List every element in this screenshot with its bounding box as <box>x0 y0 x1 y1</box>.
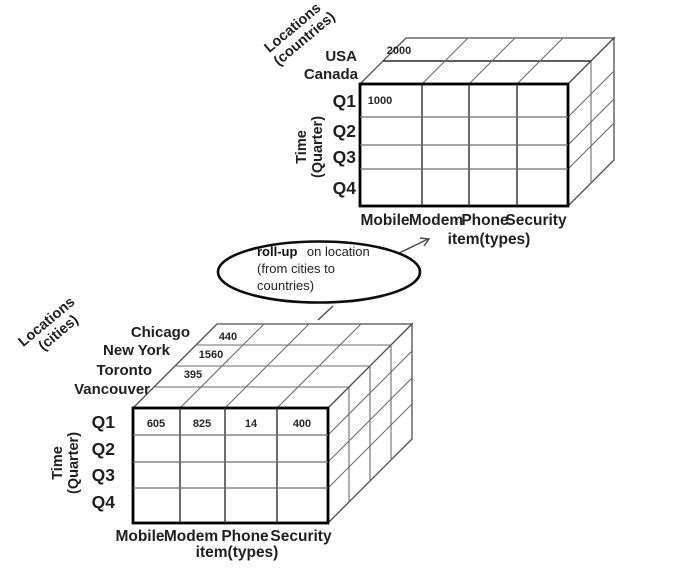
source-value-chicago-mobile: 440 <box>219 331 237 343</box>
grid-line <box>224 323 310 409</box>
source-value-newyork-mobile: 1560 <box>199 349 223 361</box>
source-q4-label: Q4 <box>92 492 116 512</box>
label-new-york: New York <box>103 342 171 359</box>
result-item-mobile: Mobile <box>360 212 409 229</box>
rollup-label-line2: (from cities to <box>257 261 335 276</box>
source-cube: 440 1560 395 605 825 14 400 Locations (c… <box>16 292 414 561</box>
label-chicago: Chicago <box>131 324 190 341</box>
source-item-mobile: Mobile <box>115 528 164 545</box>
grid-line <box>327 403 413 489</box>
source-item-security: Security <box>270 528 332 545</box>
source-to-ellipse-line <box>317 305 334 321</box>
rollup-bold-text: roll-up <box>257 244 297 259</box>
rollup-label-line3: countries) <box>257 278 314 293</box>
source-location-axis-label: Locations (cities) <box>16 292 92 363</box>
result-cube: 2000 1000 Locations (countries) USA Cana… <box>262 0 616 248</box>
grid-line <box>327 377 413 463</box>
result-q4-label: Q4 <box>333 178 357 198</box>
result-time-axis-label: Time <box>294 130 310 164</box>
grid-line <box>567 98 615 146</box>
result-q2-label: Q2 <box>333 121 357 141</box>
source-item-modem: Modem <box>164 528 218 545</box>
result-time-axis-unit: (Quarter) <box>310 116 326 178</box>
grid-line <box>567 122 615 170</box>
grid-line <box>179 323 265 409</box>
source-time-axis-unit: (Quarter) <box>66 432 82 494</box>
source-value-q1-mobile: 605 <box>147 418 165 430</box>
rollup-rest-text: on location <box>307 244 370 259</box>
grid-line <box>468 37 516 85</box>
result-value-usa-mobile: 2000 <box>387 45 411 57</box>
grid-line <box>421 37 469 85</box>
result-value-q1-mobile: 1000 <box>368 95 392 107</box>
source-value-q1-modem: 825 <box>193 418 211 430</box>
source-time-axis-label: Time <box>50 446 66 480</box>
source-item-phone: Phone <box>221 528 269 545</box>
source-value-q1-security: 400 <box>293 418 311 430</box>
label-toronto: Toronto <box>96 362 152 379</box>
result-item-axis-label: item(types) <box>448 231 531 248</box>
result-q1-label: Q1 <box>333 91 357 111</box>
result-q3-label: Q3 <box>333 147 357 167</box>
result-item-security: Security <box>505 212 567 229</box>
rollup-label-line1: roll-up on location <box>257 243 370 260</box>
label-usa: USA <box>325 48 357 65</box>
label-canada: Canada <box>304 66 359 83</box>
result-item-modem: Modem <box>409 212 463 229</box>
rollup-ellipse <box>216 240 422 304</box>
source-value-toronto-mobile: 395 <box>184 369 202 381</box>
label-vancouver: Vancouver <box>74 381 150 398</box>
grid-line <box>516 37 564 85</box>
grid-line <box>276 323 362 409</box>
arrowhead-icon <box>419 237 431 247</box>
rollup-operation: roll-up on location (from cities to coun… <box>216 237 431 321</box>
result-item-phone: Phone <box>461 212 509 229</box>
source-cube-front-face <box>131 406 330 525</box>
source-q1-label: Q1 <box>92 412 116 432</box>
source-item-axis-label: item(types) <box>196 544 279 561</box>
source-q3-label: Q3 <box>92 465 116 485</box>
source-q2-label: Q2 <box>92 439 116 459</box>
source-value-q1-phone: 14 <box>245 418 258 430</box>
grid-line <box>567 70 615 118</box>
grid-line <box>327 350 413 436</box>
